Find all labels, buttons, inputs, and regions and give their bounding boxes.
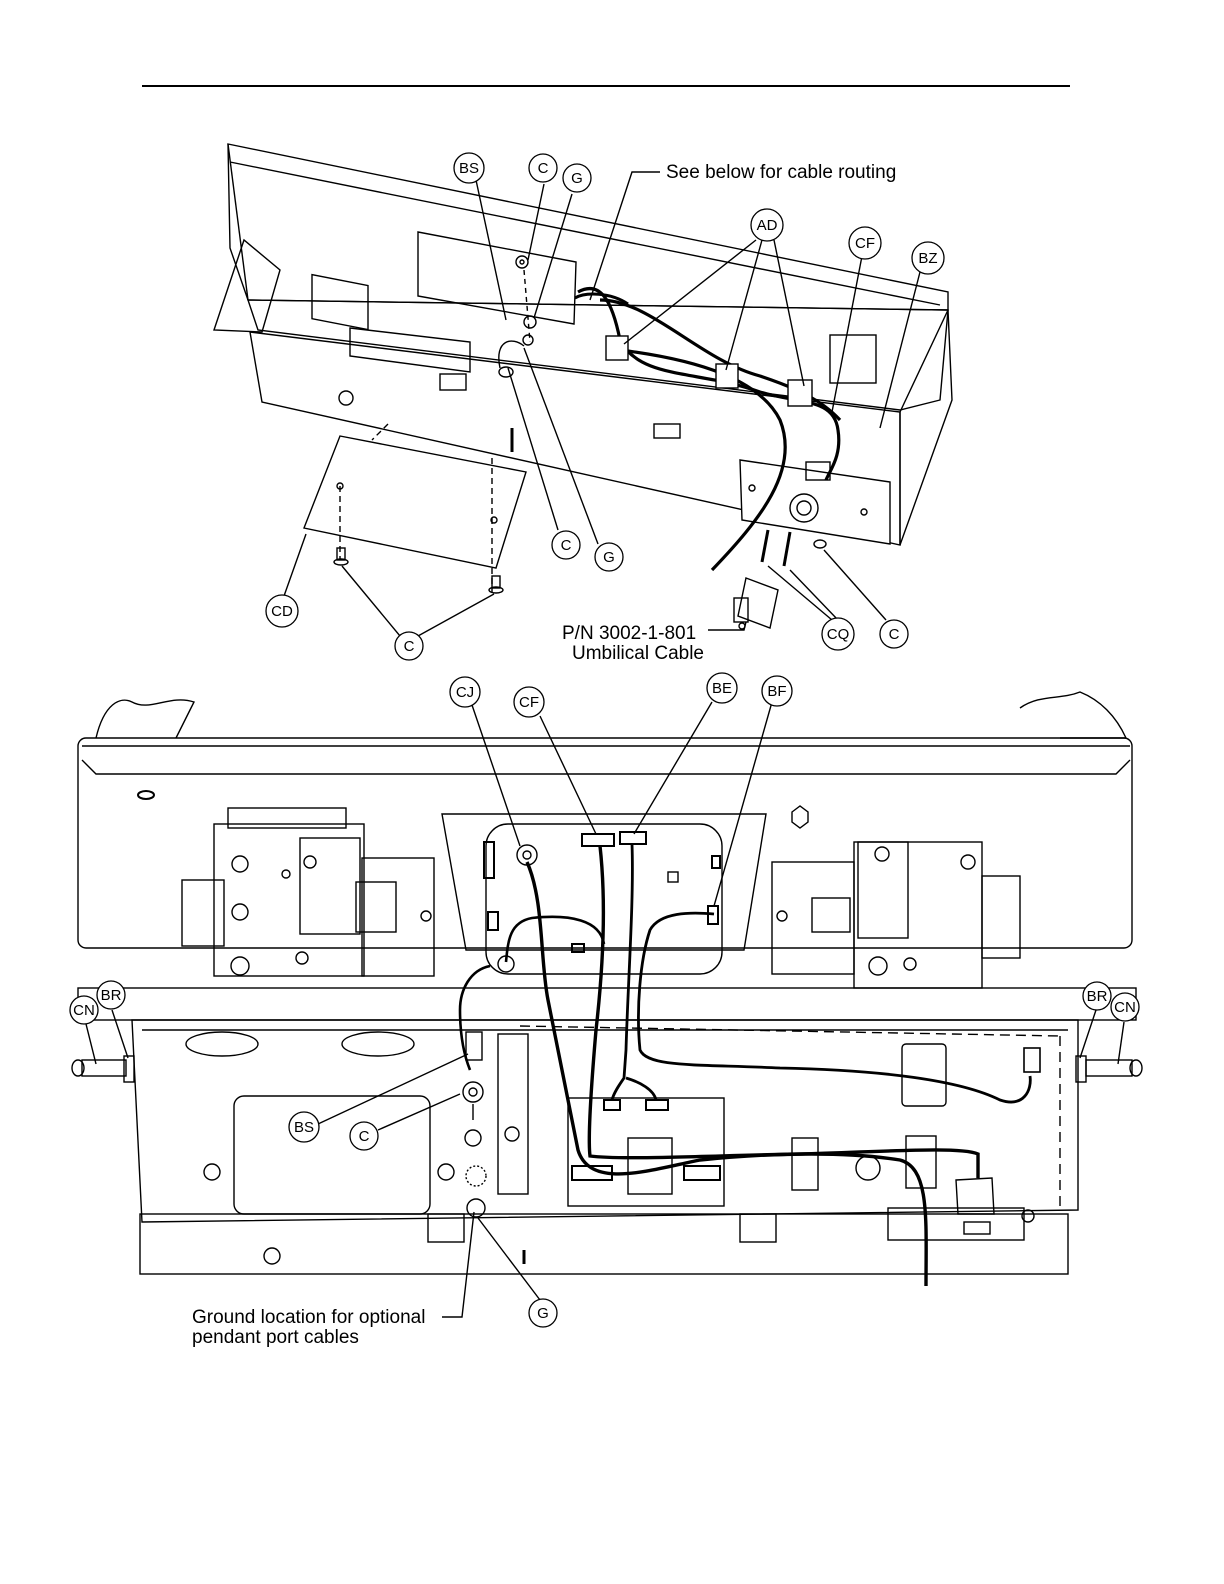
svg-text:C: C xyxy=(359,1128,370,1145)
cable-clamp-a xyxy=(792,1138,818,1190)
svg-text:CQ: CQ xyxy=(827,626,850,643)
hinge-right xyxy=(1076,1056,1142,1082)
back-cutout-2 xyxy=(830,335,876,383)
right-actuator xyxy=(772,842,1020,988)
cable-bf xyxy=(638,913,1030,1102)
svg-text:CF: CF xyxy=(519,694,539,711)
note-ground-location-line2: pendant port cables xyxy=(192,1327,359,1348)
callout-cn-left: CN xyxy=(70,996,98,1024)
callout-be-bot: BE xyxy=(707,673,737,703)
cable-clamp-c xyxy=(902,1044,946,1106)
svg-text:AD: AD xyxy=(757,217,778,234)
umbilical-plug xyxy=(734,578,778,629)
lower-tray xyxy=(132,1020,1078,1222)
cable-clamp-1 xyxy=(606,336,628,360)
callout-bz-top: BZ xyxy=(912,242,944,274)
callout-cn-right: CN xyxy=(1111,993,1139,1021)
callout-br-right: BR xyxy=(1083,982,1111,1010)
note-part-number: P/N 3002-1-801 xyxy=(562,623,696,644)
svg-text:G: G xyxy=(603,549,615,566)
callout-g-bot: G xyxy=(529,1299,557,1327)
cable-clamp-3 xyxy=(788,380,812,406)
callout-ad-top: AD xyxy=(751,209,783,241)
svg-text:G: G xyxy=(537,1305,549,1322)
left-actuator xyxy=(182,808,434,976)
svg-text:BS: BS xyxy=(459,160,479,177)
svg-text:BE: BE xyxy=(712,680,732,697)
top-view xyxy=(214,144,952,636)
connector-be xyxy=(620,832,646,844)
svg-text:CD: CD xyxy=(271,603,293,620)
cable-be xyxy=(612,844,656,1100)
svg-text:BR: BR xyxy=(101,987,122,1004)
note-cable-routing: See below for cable routing xyxy=(666,162,896,183)
svg-text:CN: CN xyxy=(1114,999,1136,1016)
cover-screw-2 xyxy=(489,576,503,593)
callout-cq-top: CQ xyxy=(822,618,854,650)
cover-screw-1 xyxy=(334,548,348,565)
callout-cj-bot: CJ xyxy=(450,677,480,707)
callout-bs-top: BS xyxy=(454,153,484,183)
svg-text:C: C xyxy=(561,537,572,554)
hinge-left xyxy=(72,1056,134,1082)
note-ground-location-line1: Ground location for optional xyxy=(192,1307,425,1328)
callout-cd-top: CD xyxy=(266,595,298,627)
callout-c-top-4: C xyxy=(880,620,908,648)
tray-panel xyxy=(234,1096,430,1214)
callout-bs-bot: BS xyxy=(289,1112,319,1142)
callout-c-top-3: C xyxy=(395,632,423,660)
callout-c-top-1: C xyxy=(529,154,557,182)
callout-cf-bot: CF xyxy=(514,687,544,717)
cable-cj xyxy=(527,862,926,1286)
callout-g-top-2: G xyxy=(595,543,623,571)
svg-text:C: C xyxy=(404,638,415,655)
note-umbilical-cable: Umbilical Cable xyxy=(572,643,704,664)
callout-c-bot: C xyxy=(350,1122,378,1150)
callout-cf-top: CF xyxy=(849,227,881,259)
svg-text:C: C xyxy=(538,160,549,177)
svg-text:BS: BS xyxy=(294,1119,314,1136)
bottom-view xyxy=(72,692,1142,1317)
connector-cf xyxy=(582,834,614,846)
svg-text:BZ: BZ xyxy=(918,250,937,267)
callout-bf-bot: BF xyxy=(762,676,792,706)
svg-text:BF: BF xyxy=(767,683,786,700)
svg-text:C: C xyxy=(889,626,900,643)
svg-text:CN: CN xyxy=(73,1002,95,1019)
callout-br-left: BR xyxy=(97,981,125,1009)
tray-front-lip xyxy=(140,1214,1068,1274)
callout-g-top-1: G xyxy=(563,164,591,192)
cable-cf xyxy=(589,846,978,1178)
svg-text:BR: BR xyxy=(1087,988,1108,1005)
center-bracket xyxy=(498,1034,528,1194)
svg-text:CF: CF xyxy=(855,235,875,252)
svg-text:G: G xyxy=(571,170,583,187)
svg-text:CJ: CJ xyxy=(456,684,474,701)
callout-c-top-2: C xyxy=(552,531,580,559)
